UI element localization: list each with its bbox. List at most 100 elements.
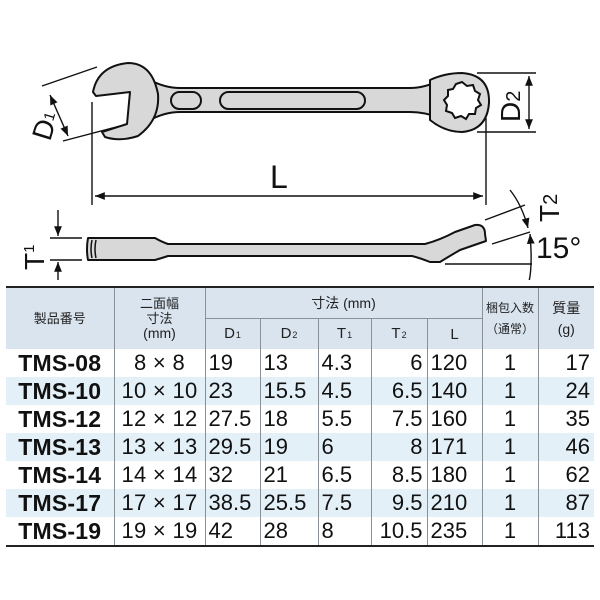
cell-qty: 1: [481, 461, 539, 489]
cell-model: TMS-08: [6, 349, 115, 377]
cell-t1: 5.5: [317, 405, 372, 433]
cell-size: 17 × 17: [113, 489, 206, 517]
cell-weight: 46: [537, 433, 594, 461]
cell-d1: 38.5: [204, 489, 261, 517]
cell-size: 14 × 14: [113, 461, 206, 489]
cell-qty: 1: [481, 405, 539, 433]
cell-size: 19 × 19: [113, 517, 206, 547]
cell-t1: 7.5: [317, 489, 372, 517]
cell-d1: 29.5: [204, 433, 261, 461]
cell-weight: 24: [537, 377, 594, 405]
d2-dimension: [477, 72, 536, 133]
header-packing-line2: （通常）: [485, 321, 534, 336]
header-d2: D2: [259, 318, 319, 349]
cell-t2: 8.5: [370, 461, 428, 489]
t1-dimension: [50, 210, 82, 280]
cell-d1: 27.5: [204, 405, 261, 433]
header-model: 製品番号: [6, 286, 115, 349]
t1-label: T1: [19, 245, 50, 270]
t2-angle-dimension: [445, 189, 535, 280]
cell-l: 120: [426, 349, 483, 377]
wrench-side-view: [86, 223, 487, 263]
cell-d1: 19: [204, 349, 261, 377]
table-row: TMS-12 12 × 12 27.5 18 5.5 7.5 160 1 35: [6, 405, 594, 433]
cell-model: TMS-17: [6, 489, 115, 517]
ring-12-point-icon: [442, 80, 483, 121]
table-row: TMS-14 14 × 14 32 21 6.5 8.5 180 1 62: [6, 461, 594, 489]
cell-qty: 1: [481, 517, 539, 547]
cell-t1: 6: [317, 433, 372, 461]
cell-t2: 7.5: [370, 405, 428, 433]
header-weight-line2: (g): [557, 320, 575, 337]
cell-model: TMS-13: [6, 433, 115, 461]
cell-qty: 1: [481, 433, 539, 461]
cell-weight: 87: [537, 489, 594, 517]
cell-d2: 21: [259, 461, 319, 489]
cell-qty: 1: [481, 349, 539, 377]
cell-model: TMS-10: [6, 377, 115, 405]
cell-t1: 4.3: [317, 349, 372, 377]
cell-l: 180: [426, 461, 483, 489]
header-t1: T1: [317, 318, 372, 349]
specification-table: 製品番号 二面幅 寸法 (mm) 寸法 (mm) 梱包入数 （通常） 質量 (g…: [6, 286, 594, 547]
cell-l: 171: [426, 433, 483, 461]
table-row: TMS-08 8 × 8 19 13 4.3 6 120 1 17: [6, 349, 594, 377]
cell-d1: 42: [204, 517, 261, 547]
table-row: TMS-13 13 × 13 29.5 19 6 8 171 1 46: [6, 433, 594, 461]
d2-label: D2: [495, 91, 526, 122]
cell-t1: 4.5: [317, 377, 372, 405]
header-l: L: [426, 318, 482, 349]
cell-model: TMS-19: [6, 517, 115, 547]
t2-label: T2: [534, 194, 565, 222]
cell-t2: 8: [370, 433, 428, 461]
cell-model: TMS-14: [6, 461, 115, 489]
header-across-flats: 二面幅 寸法 (mm): [113, 286, 206, 349]
header-across-flats-line3: (mm): [143, 325, 176, 341]
header-packing-qty: 梱包入数 （通常）: [481, 286, 539, 349]
cell-t1: 8: [317, 517, 372, 547]
header-weight-line1: 質量: [552, 299, 581, 316]
cell-t2: 10.5: [370, 517, 428, 547]
table-row: TMS-17 17 × 17 38.5 25.5 7.5 9.5 210 1 8…: [6, 489, 594, 517]
cell-weight: 17: [537, 349, 594, 377]
cell-weight: 113: [537, 517, 594, 547]
cell-size: 12 × 12: [113, 405, 206, 433]
l-dimension: [91, 102, 487, 205]
wrench-dimension-diagram: D1 D2 L T1: [0, 0, 600, 280]
cell-l: 160: [426, 405, 483, 433]
cell-l: 235: [426, 517, 483, 547]
cell-qty: 1: [481, 489, 539, 517]
cell-d2: 19: [259, 433, 319, 461]
cell-qty: 1: [481, 377, 539, 405]
table-row: TMS-10 10 × 10 23 15.5 4.5 6.5 140 1 24: [6, 377, 594, 405]
cell-d2: 15.5: [259, 377, 319, 405]
table-row: TMS-19 19 × 19 42 28 8 10.5 235 1 113: [6, 517, 594, 547]
wrench-top-view: [92, 62, 491, 141]
cell-d2: 18: [259, 405, 319, 433]
cell-t2: 6.5: [370, 377, 428, 405]
cell-size: 13 × 13: [113, 433, 206, 461]
cell-weight: 62: [537, 461, 594, 489]
header-across-flats-line2: 寸法: [146, 311, 173, 326]
header-d1: D1: [205, 318, 261, 349]
cell-model: TMS-12: [6, 405, 115, 433]
cell-d1: 23: [204, 377, 261, 405]
cell-d1: 32: [204, 461, 261, 489]
header-dimensions-group: 寸法 (mm): [204, 286, 483, 319]
cell-d2: 28: [259, 517, 319, 547]
cell-d2: 25.5: [259, 489, 319, 517]
cell-t1: 6.5: [317, 461, 372, 489]
cell-l: 140: [426, 377, 483, 405]
table-header: 製品番号 二面幅 寸法 (mm) 寸法 (mm) 梱包入数 （通常） 質量 (g…: [6, 286, 594, 349]
header-weight: 質量 (g): [537, 286, 594, 349]
cell-weight: 35: [537, 405, 594, 433]
l-label: L: [270, 159, 288, 195]
cell-size: 8 × 8: [113, 349, 206, 377]
cell-l: 210: [426, 489, 483, 517]
header-t2: T2: [370, 318, 428, 349]
angle-label: 15°: [536, 232, 581, 265]
cell-d2: 13: [259, 349, 319, 377]
header-packing-line1: 梱包入数: [485, 300, 534, 315]
cell-size: 10 × 10: [113, 377, 206, 405]
wrench-drawing: D1 D2 L T1: [19, 62, 581, 280]
